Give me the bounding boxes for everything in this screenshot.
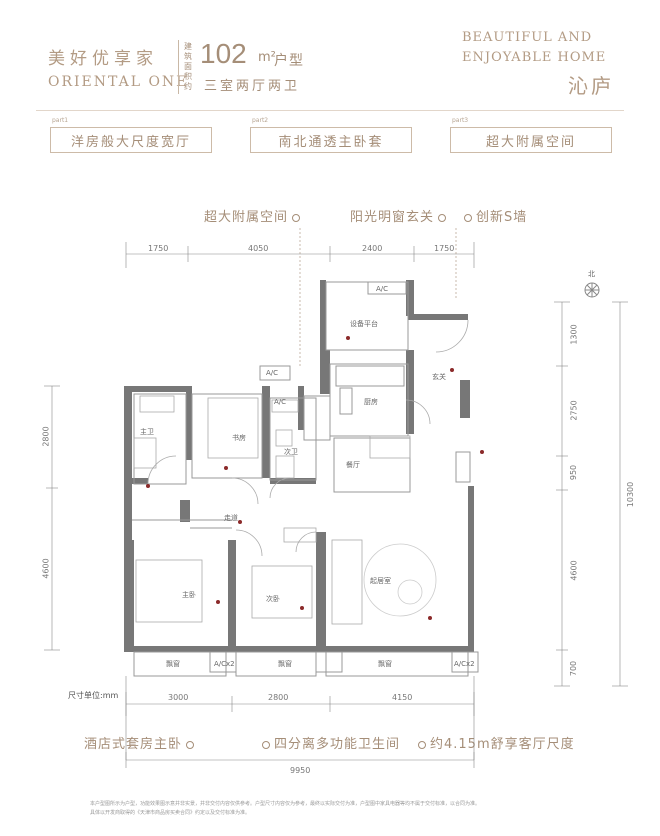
slogan-english: BEAUTIFUL AND ENJOYABLE HOME xyxy=(462,28,606,68)
marker-icon xyxy=(262,740,270,749)
dim-total-width: 9950 xyxy=(290,766,311,775)
dim-bottom-3: 4150 xyxy=(392,693,413,702)
ac-label-3: A/C xyxy=(274,398,287,406)
feature-top-3: 创新S墙 xyxy=(464,206,527,225)
area-value: 102 xyxy=(200,38,247,69)
feature-top-2-label: 阳光明窗玄关 xyxy=(350,210,435,225)
feature-top-1: 超大附属空间 xyxy=(204,206,301,225)
part2-box: 南北通透主卧套 xyxy=(250,127,412,153)
room-bay-3: 飘窗 xyxy=(378,660,392,668)
plan-name: 沁庐 xyxy=(568,74,614,98)
ac-label-1: A/C xyxy=(376,285,389,293)
feature-top-1-label: 超大附属空间 xyxy=(204,210,289,225)
brand-chinese: 美好优享家 xyxy=(48,49,158,69)
marker-icon xyxy=(438,213,447,222)
room-master-bath: 主卫 xyxy=(140,428,154,436)
feature-bottom-3-label: 约4.15m舒享客厅尺度 xyxy=(430,737,575,752)
feature-top-2: 阳光明窗玄关 xyxy=(350,206,447,225)
dim-top-3: 2400 xyxy=(362,244,383,253)
part1-label: 洋房般大尺度宽厅 xyxy=(70,134,191,150)
area-unit: m² xyxy=(258,50,276,65)
dim-top-1: 1750 xyxy=(148,244,169,253)
top-dimension-lines xyxy=(125,228,475,366)
dim-left-1: 2800 xyxy=(41,426,51,447)
dim-total-depth: 10300 xyxy=(626,481,636,508)
part3-box: 超大附属空间 xyxy=(450,127,612,153)
room-kitchen: 厨房 xyxy=(364,398,378,406)
slogan-line-2: ENJOYABLE HOME xyxy=(462,50,607,65)
slogan-line-1: BEAUTIFUL AND xyxy=(462,30,593,45)
dim-top-2: 4050 xyxy=(248,244,269,253)
dim-right-5: 700 xyxy=(569,660,579,677)
unit-note: 尺寸单位:mm xyxy=(68,691,119,700)
marker-icon xyxy=(186,740,195,749)
feature-bottom-2-label: 四分离多功能卫生间 xyxy=(274,737,401,752)
marker-icon xyxy=(464,213,472,222)
walls xyxy=(124,280,474,652)
marker-icon xyxy=(292,213,301,222)
part1-box: 洋房般大尺度宽厅 xyxy=(50,127,212,153)
furniture xyxy=(133,395,411,625)
compass-icon xyxy=(584,282,600,298)
room-entry: 玄关 xyxy=(432,373,446,381)
type-label: 户型 xyxy=(274,53,304,69)
feature-bottom-3: 约4.15m舒享客厅尺度 xyxy=(418,733,575,752)
door-swings xyxy=(147,319,469,617)
bottom-dimension-lines xyxy=(125,676,475,768)
dim-bottom-1: 3000 xyxy=(168,693,189,702)
feature-top-3-label: 创新S墙 xyxy=(476,210,528,225)
dim-left-2: 4600 xyxy=(41,558,51,579)
dim-right-2: 2750 xyxy=(569,400,579,421)
room-dining: 餐厅 xyxy=(346,461,360,469)
dim-right-4: 4600 xyxy=(569,560,579,581)
room-equipment: 设备平台 xyxy=(350,320,378,328)
footnote-line-2: 具体以开发商取得的《天津市商品房买卖合同》约定以及交付标准为准。 xyxy=(90,810,251,816)
room-second-bath: 次卫 xyxy=(284,448,298,456)
dim-right-1: 1300 xyxy=(569,324,579,345)
dim-top-4: 1750 xyxy=(434,244,455,253)
ac-label-2: A/C xyxy=(266,369,279,377)
feature-bottom-1-label: 酒店式套房主卧 xyxy=(84,737,183,752)
room-markers xyxy=(146,336,484,620)
room-config: 三室两厅两卫 xyxy=(204,79,301,94)
part1-tag: part1 xyxy=(52,117,69,124)
dim-bottom-2: 2800 xyxy=(268,693,289,702)
ac-label-4: A/Cx2 xyxy=(214,660,235,668)
right-dimension-lines xyxy=(554,301,628,687)
footnote-line-1: 本户型图所示为户型，功能效果图示意并非实景，并非交付内容仅供参考。户型尺寸内容仅… xyxy=(90,801,481,807)
room-study: 书房 xyxy=(232,434,246,442)
room-living: 起居室 xyxy=(370,577,391,585)
area-label: 建筑面积约 xyxy=(184,42,192,91)
room-bay-2: 飘窗 xyxy=(278,660,292,668)
part2-label: 南北通透主卧套 xyxy=(278,134,384,150)
ac-label-5: A/Cx2 xyxy=(454,660,475,668)
dim-right-3: 950 xyxy=(569,464,579,481)
part3-label: 超大附属空间 xyxy=(485,134,576,150)
header-divider xyxy=(178,40,179,94)
part3-tag: part3 xyxy=(452,117,469,124)
brand-english: ORIENTAL ONE xyxy=(48,74,189,90)
room-master: 主卧 xyxy=(182,591,196,599)
room-bay-1: 飘窗 xyxy=(166,660,180,668)
feature-bottom-2: 四分离多功能卫生间 xyxy=(262,733,400,752)
north-label: 北 xyxy=(588,270,595,278)
room-second: 次卧 xyxy=(266,595,280,603)
feature-bottom-1: 酒店式套房主卧 xyxy=(84,733,195,752)
part2-tag: part2 xyxy=(252,117,269,124)
marker-icon xyxy=(418,740,426,749)
header-rule xyxy=(36,110,624,111)
footnote: 本户型图所示为户型，功能效果图示意并非实景，并非交付内容仅供参考。户型尺寸内容仅… xyxy=(90,800,590,818)
room-corridor: 走道 xyxy=(224,514,238,522)
left-dimension-lines xyxy=(44,385,60,651)
